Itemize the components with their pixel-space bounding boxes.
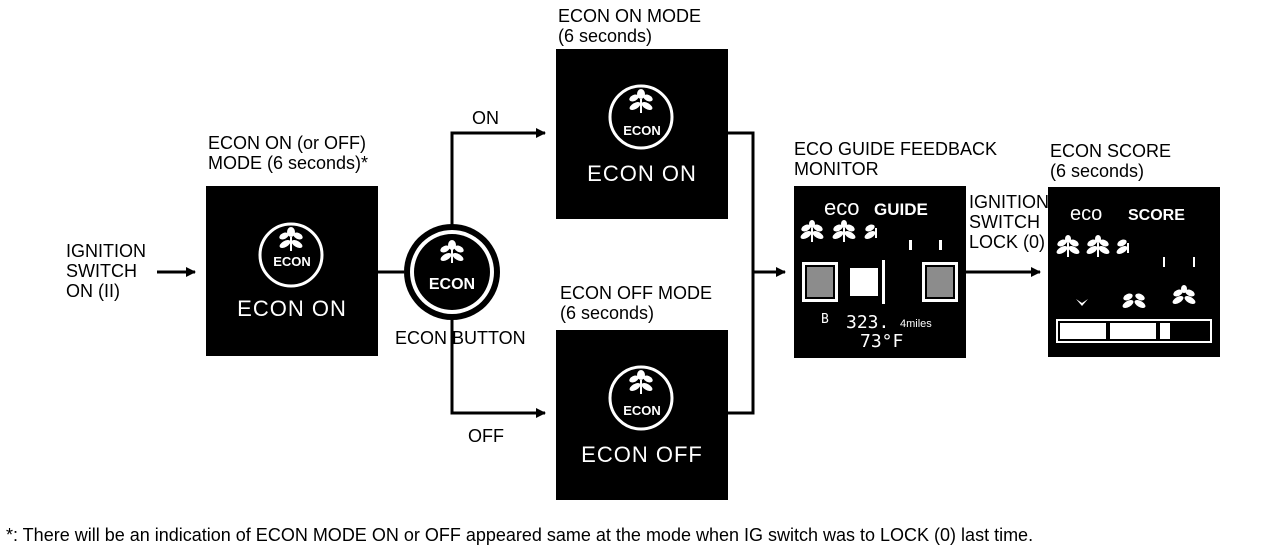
econ-badge-text: ECON xyxy=(623,123,661,138)
eco-guide-label: ECO GUIDE FEEDBACK MONITOR xyxy=(794,139,998,179)
econ-on-first-panel: ECON ECON ON xyxy=(206,186,378,356)
econ-badge-text: ECON xyxy=(273,254,311,269)
eco-word: eco xyxy=(1070,203,1103,225)
econ-on-mode-label: ECON ON MODE (6 seconds) xyxy=(558,6,702,46)
econ-leaf-icon xyxy=(258,222,324,288)
econ-badge-text: ECON xyxy=(623,403,661,418)
econ-leaf-icon xyxy=(608,84,674,150)
econ-button-label: ECON BUTTON xyxy=(395,328,526,348)
distance-value: 323. xyxy=(846,312,890,333)
score-progress-bar xyxy=(1056,319,1212,343)
leaf-row-icon xyxy=(800,220,877,242)
eco-word: eco xyxy=(824,195,860,220)
guide-word: GUIDE xyxy=(874,200,928,219)
econ-on-text: ECON ON xyxy=(237,296,347,321)
econ-score-display: eco SCORE xyxy=(1048,187,1220,357)
temperature: 73°F xyxy=(860,331,904,352)
score-graphics xyxy=(1056,235,1212,343)
econ-leaf-icon xyxy=(608,365,674,431)
ignition-lock-label: IGNITION SWITCH LOCK (0) xyxy=(969,192,1049,252)
leaf-row-icon xyxy=(1056,235,1129,257)
score-word: SCORE xyxy=(1128,207,1185,224)
footnote: *: There will be an indication of ECON M… xyxy=(6,525,1034,545)
ignition-on-label: IGNITION SWITCH ON (II) xyxy=(66,241,146,301)
eco-guide-graphics xyxy=(800,220,958,304)
center-square-icon xyxy=(850,268,878,296)
sprout-row-icon xyxy=(1076,285,1196,308)
econ-button[interactable] xyxy=(400,222,504,322)
distance-unit: 4miles xyxy=(900,318,932,330)
econ-on-mode-panel: ECON ECON ON xyxy=(556,49,728,219)
arrow-off-branch xyxy=(450,318,546,418)
econ-on-text: ECON ON xyxy=(587,161,697,186)
line-merge xyxy=(728,131,755,415)
arrow-on-branch xyxy=(450,128,546,225)
econ-off-mode-label: ECON OFF MODE (6 seconds) xyxy=(560,283,712,323)
econ-off-mode-panel: ECON ECON OFF xyxy=(556,330,728,500)
econ-mode-first-label: ECON ON (or OFF) MODE (6 seconds)* xyxy=(208,133,369,173)
off-branch-label: OFF xyxy=(468,426,504,446)
eco-guide-display: eco GUIDE B 323. 4miles 73°F xyxy=(794,186,966,358)
b-indicator: B xyxy=(821,312,829,327)
econ-off-text: ECON OFF xyxy=(581,442,703,467)
econ-score-label: ECON SCORE (6 seconds) xyxy=(1050,141,1172,181)
on-branch-label: ON xyxy=(472,108,499,128)
econ-button-text: ECON xyxy=(428,276,476,293)
